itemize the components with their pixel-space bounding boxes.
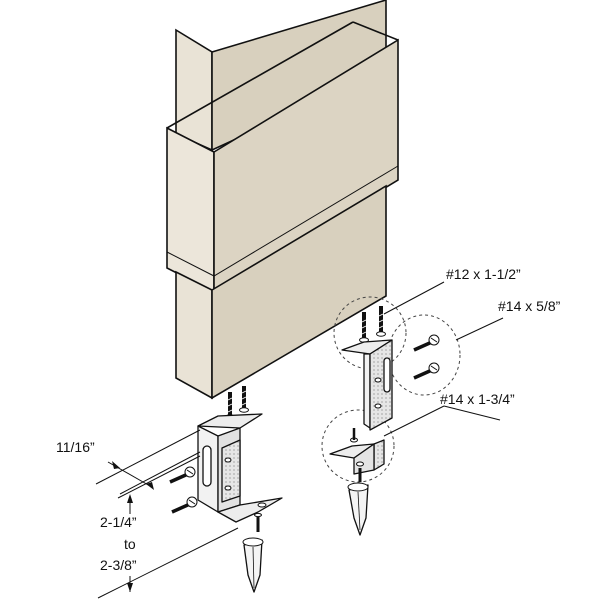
label-screw-14-x-1-3-4: #14 x 1-3/4” bbox=[440, 391, 515, 407]
sleeve-front-face bbox=[166, 126, 215, 294]
right-bracket-vertical-plate bbox=[363, 353, 371, 429]
screw-14-short-left-a bbox=[169, 466, 196, 484]
screw-14-short-left-b bbox=[171, 496, 198, 514]
right-mounting-bracket bbox=[341, 339, 393, 431]
leader-lines bbox=[383, 281, 504, 437]
bracket-hatched-web bbox=[221, 439, 241, 503]
leader-14-long-ext bbox=[443, 405, 501, 421]
screw-12-left-b bbox=[239, 386, 249, 413]
sleeve-top-edge bbox=[166, 21, 354, 129]
post-lower-front-face bbox=[175, 270, 213, 400]
highlight-circle-bottom-bracket bbox=[321, 409, 395, 483]
right-lower-clip bbox=[329, 428, 385, 475]
dim-11-16-arrow-b bbox=[146, 482, 154, 490]
wall-anchor-left bbox=[242, 537, 264, 593]
screw-14-short-right-b bbox=[413, 362, 440, 380]
leader-14-short bbox=[455, 317, 504, 341]
sleeve-band-line bbox=[166, 165, 399, 277]
dim-range-ext-top bbox=[119, 451, 201, 495]
leader-14-long bbox=[383, 405, 445, 437]
label-dim-range-low: 2-1/4” bbox=[100, 514, 137, 530]
labels: #12 x 1-1/2” #14 x 5/8” #14 x 1-3/4” 11/… bbox=[56, 266, 561, 573]
leader-12 bbox=[383, 281, 445, 315]
post bbox=[166, 0, 399, 400]
dim-range-ext-bottom bbox=[97, 527, 239, 599]
label-dim-11-16: 11/16” bbox=[56, 439, 95, 455]
highlight-circle-side-screws bbox=[387, 314, 461, 396]
dim-11-16-ext-a bbox=[95, 429, 201, 485]
right-assembly bbox=[321, 296, 461, 536]
right-bracket-slot bbox=[383, 357, 391, 393]
left-assembly bbox=[169, 386, 283, 593]
dimension-lines bbox=[95, 429, 239, 599]
dim-11-16-ext-b bbox=[117, 455, 201, 499]
screw-14-short-right-a bbox=[413, 334, 440, 352]
screw-12-right-b bbox=[376, 306, 386, 337]
wall-anchor-right bbox=[347, 482, 369, 536]
sleeve-top-edge-back bbox=[352, 21, 399, 41]
label-screw-14-x-5-8: #14 x 5/8” bbox=[498, 298, 561, 314]
screw-12-right-a bbox=[359, 312, 369, 343]
dim-range-arrow-top bbox=[127, 494, 133, 503]
label-dim-range-high: 2-3/8” bbox=[100, 557, 137, 573]
bracket-slot bbox=[202, 445, 212, 487]
label-screw-12-x-1-1-2: #12 x 1-1/2” bbox=[446, 266, 521, 282]
dim-range-arrow-bottom bbox=[127, 583, 133, 592]
sleeve-side-face bbox=[213, 38, 399, 294]
post-upper-front-face bbox=[175, 28, 213, 152]
label-dim-range-to: to bbox=[124, 536, 136, 552]
left-mounting-bracket bbox=[197, 413, 283, 523]
bracket-top-flange bbox=[197, 413, 263, 429]
dim-11-16-arrow-a bbox=[112, 461, 120, 469]
post-lower-side-face bbox=[211, 184, 387, 400]
screw-14-long-left bbox=[254, 512, 262, 532]
